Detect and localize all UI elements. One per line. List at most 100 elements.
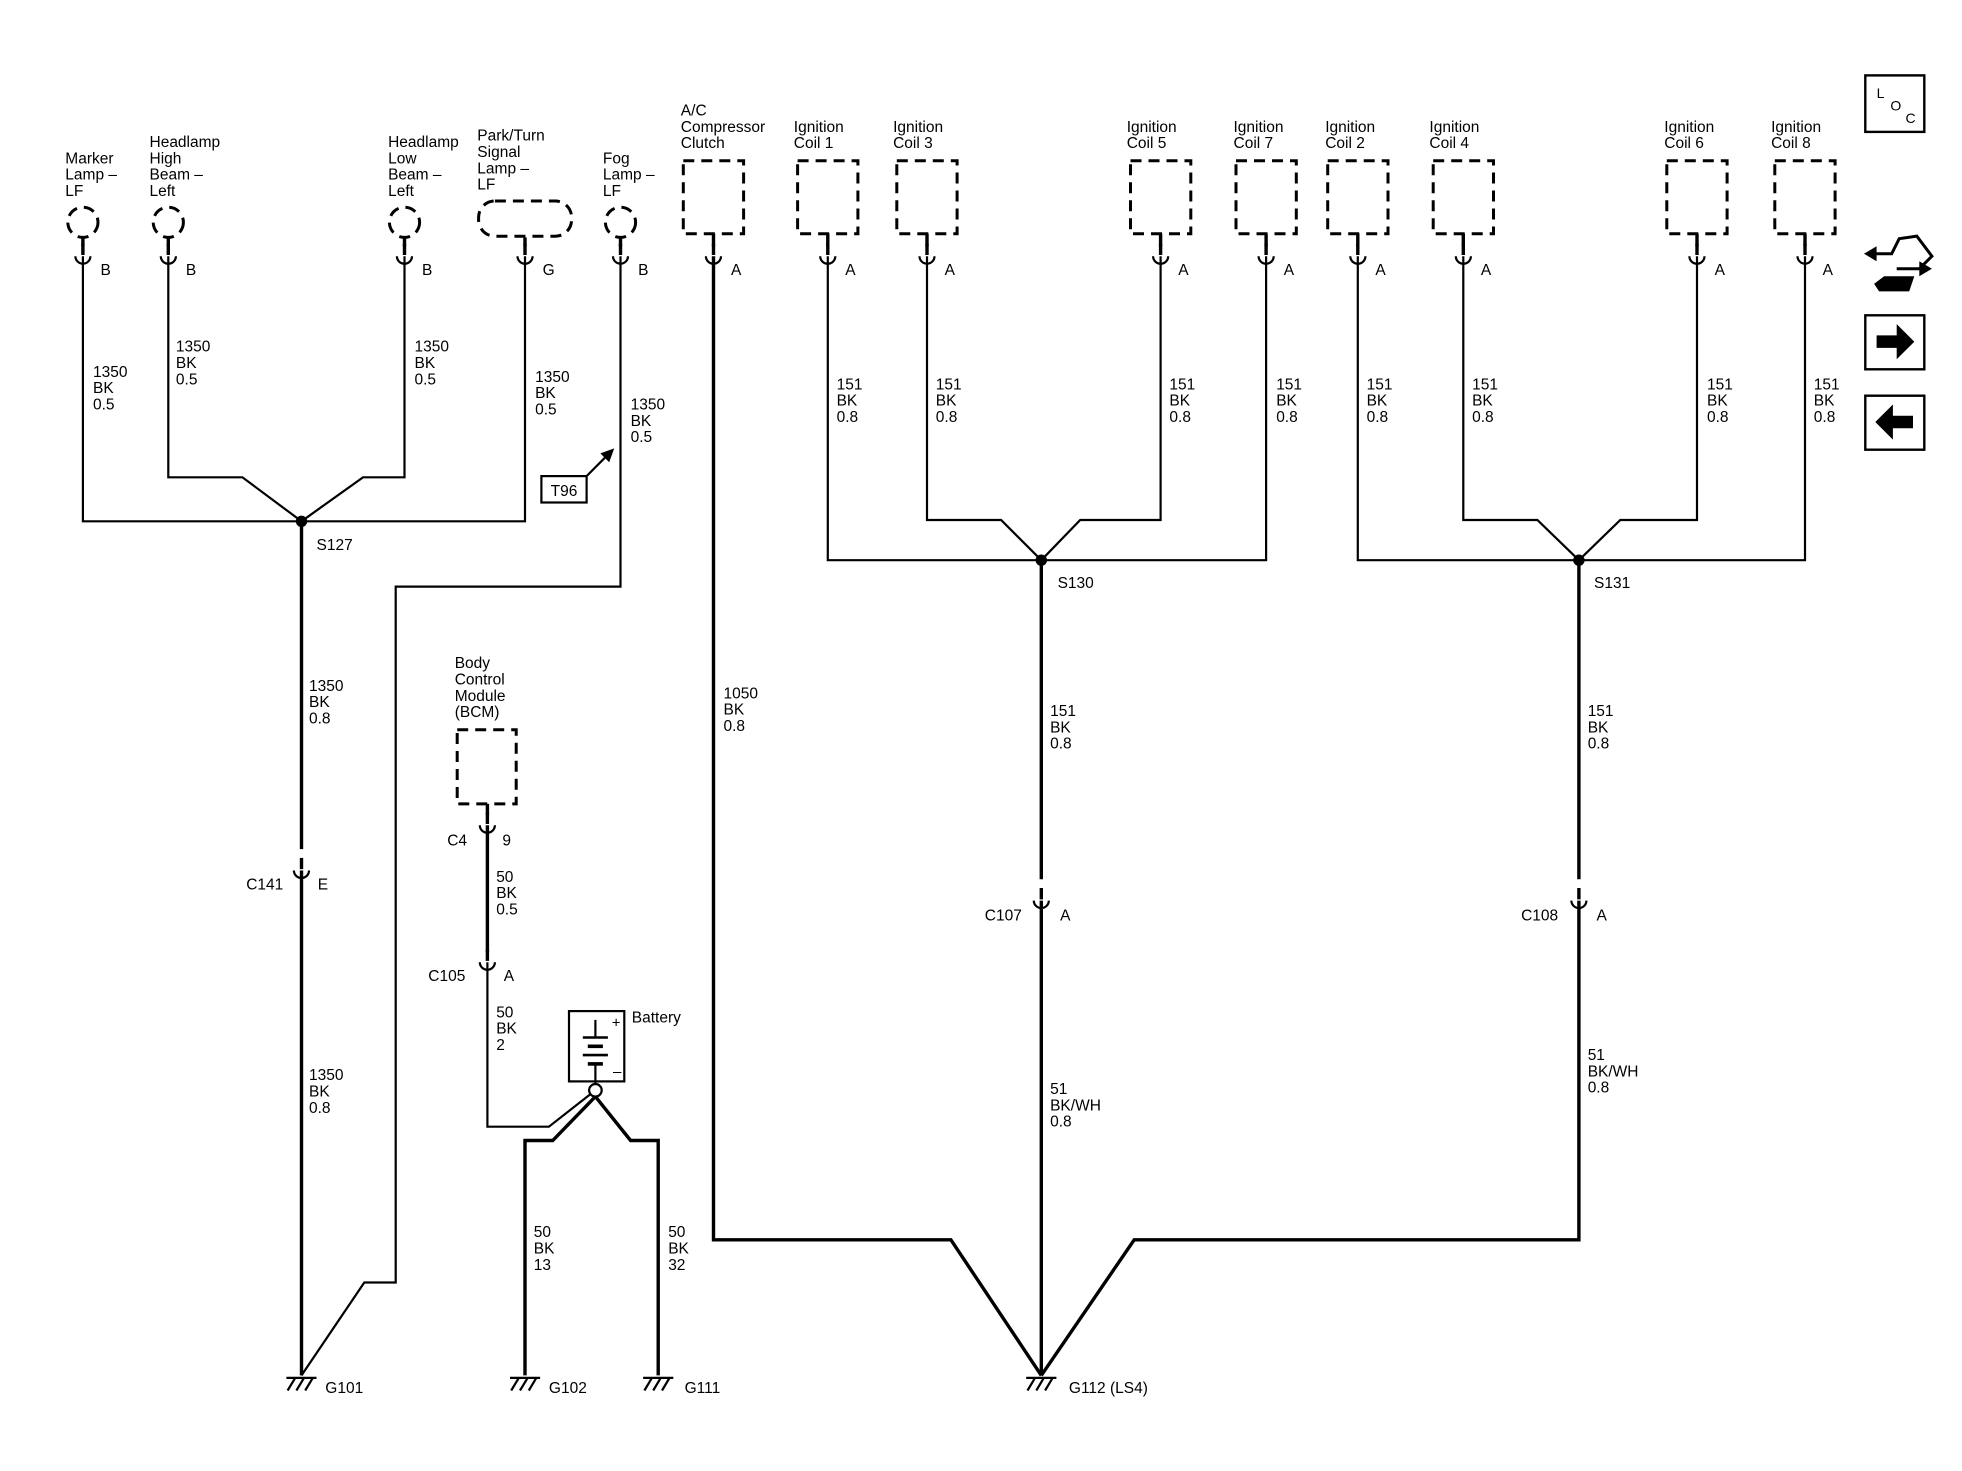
- coil2-wire: [1356, 256, 1579, 562]
- g102-label: G102: [549, 1380, 587, 1397]
- coil2-symbol: [1326, 159, 1390, 236]
- coil4-pin-label: A: [1481, 262, 1492, 279]
- navigation-sidebar: LOC: [1864, 74, 1934, 451]
- low-pin-label: B: [422, 262, 432, 279]
- c108-label: C108: [1521, 908, 1558, 925]
- marker-lamp-symbol: [66, 205, 100, 239]
- arrow-left-button[interactable]: [1864, 394, 1926, 451]
- coil8-wire: [1578, 256, 1807, 562]
- splice-s131-label: S131: [1594, 575, 1630, 592]
- bcm-symbol: [455, 728, 518, 806]
- arrow-right-button[interactable]: [1864, 314, 1926, 371]
- g101-ground: [286, 1376, 317, 1392]
- park-turn-lamp-symbol: [477, 199, 574, 238]
- fog-pin-label: B: [638, 262, 648, 279]
- loc-button[interactable]: LOC: [1864, 74, 1926, 134]
- g111-wire: [594, 1095, 660, 1376]
- coil3-wire: [925, 256, 1043, 561]
- marker-pin-label: B: [101, 262, 111, 279]
- loc-letter: C: [1906, 110, 1916, 126]
- coil6-symbol: [1665, 159, 1729, 236]
- splice-s130-label: S130: [1058, 575, 1095, 592]
- g111-ground: [643, 1376, 674, 1392]
- t96-reference-label: T96: [551, 483, 578, 500]
- coil4-symbol: [1431, 159, 1495, 236]
- arrow-right-icon: [1876, 324, 1915, 360]
- t96-arrow-line: [585, 453, 609, 477]
- coil2-pin-label: A: [1375, 262, 1386, 279]
- c105-label: C105: [428, 968, 465, 985]
- fog-wire: [300, 256, 622, 1377]
- coil5-symbol: [1129, 159, 1193, 236]
- battery-minus: –: [613, 1064, 622, 1081]
- battery-label: Battery: [632, 1010, 681, 1027]
- g102-ground: [510, 1376, 541, 1392]
- ac-wire: [711, 256, 1043, 1377]
- harness-icon[interactable]: [1864, 234, 1934, 292]
- t96-reference-box[interactable]: [540, 475, 588, 504]
- ac-clutch-symbol: [681, 159, 746, 236]
- coil3-pin-label: A: [945, 262, 956, 279]
- g101-label: G101: [325, 1380, 363, 1397]
- battery-plus: +: [612, 1015, 621, 1032]
- ac-pin-label: A: [731, 262, 742, 279]
- high-pin-label: B: [186, 262, 196, 279]
- headlamp-high-symbol: [151, 205, 185, 239]
- c108-pin-label: A: [1597, 908, 1608, 925]
- c141-pin-label: E: [318, 876, 328, 893]
- coil7-pin-label: A: [1284, 262, 1295, 279]
- coil5-pin-label: A: [1178, 262, 1189, 279]
- park-turn-wire: [301, 256, 527, 523]
- coil6-pin-label: A: [1715, 262, 1726, 279]
- battery-terminal: [588, 1082, 603, 1098]
- c105-down-wire: [486, 962, 597, 1128]
- g112-ground: [1026, 1376, 1057, 1392]
- c108-down-wire: [1039, 900, 1581, 1377]
- coil7-wire: [1041, 256, 1268, 562]
- c141-label: C141: [246, 876, 283, 893]
- g112-label: G112 (LS4): [1069, 1380, 1148, 1397]
- park-pin-label: G: [543, 262, 555, 279]
- arrow-left-icon: [1875, 404, 1913, 440]
- g102-wire: [523, 1095, 597, 1376]
- headlamp-high-wire: [167, 256, 303, 523]
- splice-s127-label: S127: [317, 537, 353, 554]
- coil6-wire: [1578, 256, 1699, 561]
- headlamp-low-wire: [300, 256, 406, 523]
- loc-letter: O: [1890, 98, 1901, 114]
- coil5-wire: [1040, 256, 1162, 561]
